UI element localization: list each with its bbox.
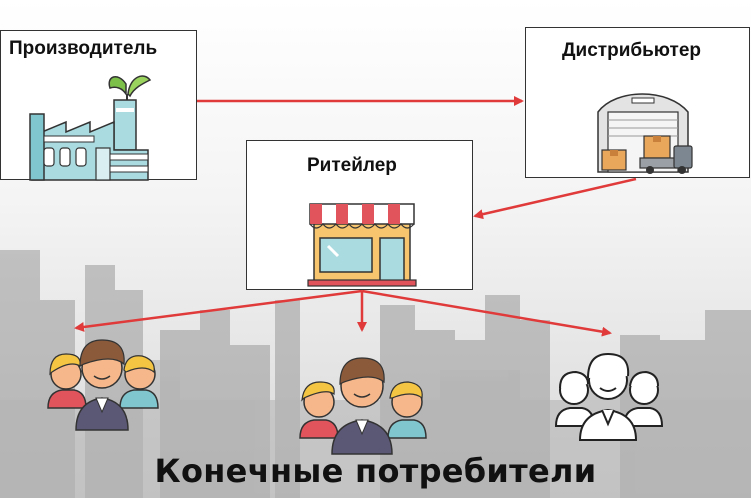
distributor-label: Дистрибьютер (562, 40, 702, 61)
factory-icon (29, 75, 152, 181)
consumer-group-outline-icon (554, 352, 664, 441)
consumer-group-icon (47, 339, 159, 431)
shop-icon (307, 203, 417, 287)
retailer-label: Ритейлер (307, 155, 397, 176)
producer-label: Производитель (9, 38, 158, 59)
flow-arrows (74, 96, 637, 337)
arrow-retailer-to-consumers-right (361, 289, 612, 337)
warehouse-icon (597, 93, 693, 174)
arrow-retailer-to-consumers-left (74, 289, 363, 332)
arrow-distributor-to-retailer (473, 177, 637, 220)
consumer-group-icon (299, 357, 427, 455)
consumers-label: Конечные потребители (154, 452, 597, 490)
